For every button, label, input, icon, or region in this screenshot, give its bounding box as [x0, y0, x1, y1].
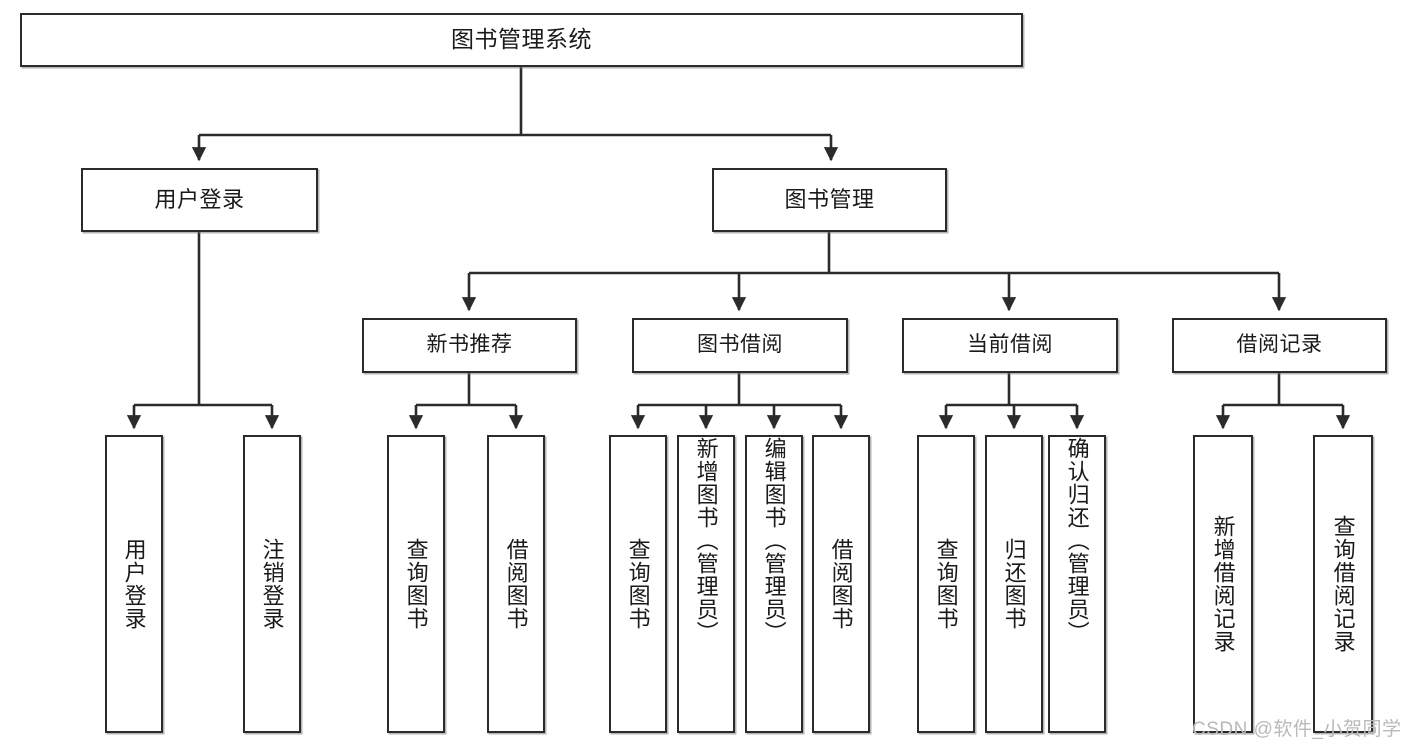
- node-leaf-add-book[interactable]: 新增图书（管理员）: [677, 435, 735, 733]
- node-leaf-add-book-label: 新增图书（管理员）: [693, 437, 719, 644]
- node-borrow-record-label: 借阅记录: [1236, 333, 1323, 357]
- node-leaf-query-book-cur-label: 查询图书: [933, 538, 959, 630]
- node-leaf-borrow-book[interactable]: 借阅图书: [812, 435, 870, 733]
- node-leaf-query-record-label: 查询借阅记录: [1330, 515, 1356, 653]
- node-leaf-confirm-return-label: 确认归还（管理员）: [1064, 437, 1090, 644]
- node-leaf-query-book-rec[interactable]: 查询图书: [387, 435, 445, 733]
- node-new-book-recommend[interactable]: 新书推荐: [362, 318, 577, 373]
- node-leaf-confirm-return[interactable]: 确认归还（管理员）: [1048, 435, 1106, 733]
- node-leaf-edit-book-label: 编辑图书（管理员）: [761, 437, 787, 644]
- node-user-login[interactable]: 用户登录: [81, 168, 318, 232]
- node-book-manage[interactable]: 图书管理: [712, 168, 947, 232]
- node-leaf-query-book-borrow-label: 查询图书: [625, 538, 651, 630]
- node-new-book-recommend-label: 新书推荐: [426, 333, 513, 357]
- node-leaf-add-record-label: 新增借阅记录: [1210, 515, 1236, 653]
- node-book-manage-label: 图书管理: [784, 187, 875, 213]
- node-leaf-edit-book[interactable]: 编辑图书（管理员）: [745, 435, 803, 733]
- node-current-borrow[interactable]: 当前借阅: [902, 318, 1118, 373]
- node-root-label: 图书管理系统: [451, 26, 592, 53]
- node-leaf-user-logout-label: 注销登录: [259, 538, 285, 630]
- watermark: CSDN @软件_小贺同学: [1192, 719, 1402, 740]
- node-leaf-user-login-label: 用户登录: [121, 538, 147, 630]
- node-root[interactable]: 图书管理系统: [20, 13, 1023, 67]
- node-leaf-return-book[interactable]: 归还图书: [985, 435, 1043, 733]
- node-current-borrow-label: 当前借阅: [967, 333, 1053, 357]
- node-user-login-label: 用户登录: [154, 187, 245, 213]
- node-leaf-query-book-cur[interactable]: 查询图书: [917, 435, 975, 733]
- node-leaf-query-book-rec-label: 查询图书: [403, 538, 429, 630]
- node-book-borrow[interactable]: 图书借阅: [632, 318, 848, 373]
- node-leaf-borrow-book-rec[interactable]: 借阅图书: [487, 435, 545, 733]
- node-leaf-return-book-label: 归还图书: [1001, 538, 1027, 630]
- node-leaf-borrow-book-rec-label: 借阅图书: [503, 538, 529, 630]
- node-book-borrow-label: 图书借阅: [697, 333, 783, 357]
- node-leaf-borrow-book-label: 借阅图书: [828, 538, 854, 630]
- node-leaf-user-logout[interactable]: 注销登录: [243, 435, 301, 733]
- node-leaf-add-record[interactable]: 新增借阅记录: [1193, 435, 1253, 733]
- node-borrow-record[interactable]: 借阅记录: [1172, 318, 1387, 373]
- node-leaf-query-record[interactable]: 查询借阅记录: [1313, 435, 1373, 733]
- node-leaf-user-login[interactable]: 用户登录: [105, 435, 163, 733]
- node-leaf-query-book-borrow[interactable]: 查询图书: [609, 435, 667, 733]
